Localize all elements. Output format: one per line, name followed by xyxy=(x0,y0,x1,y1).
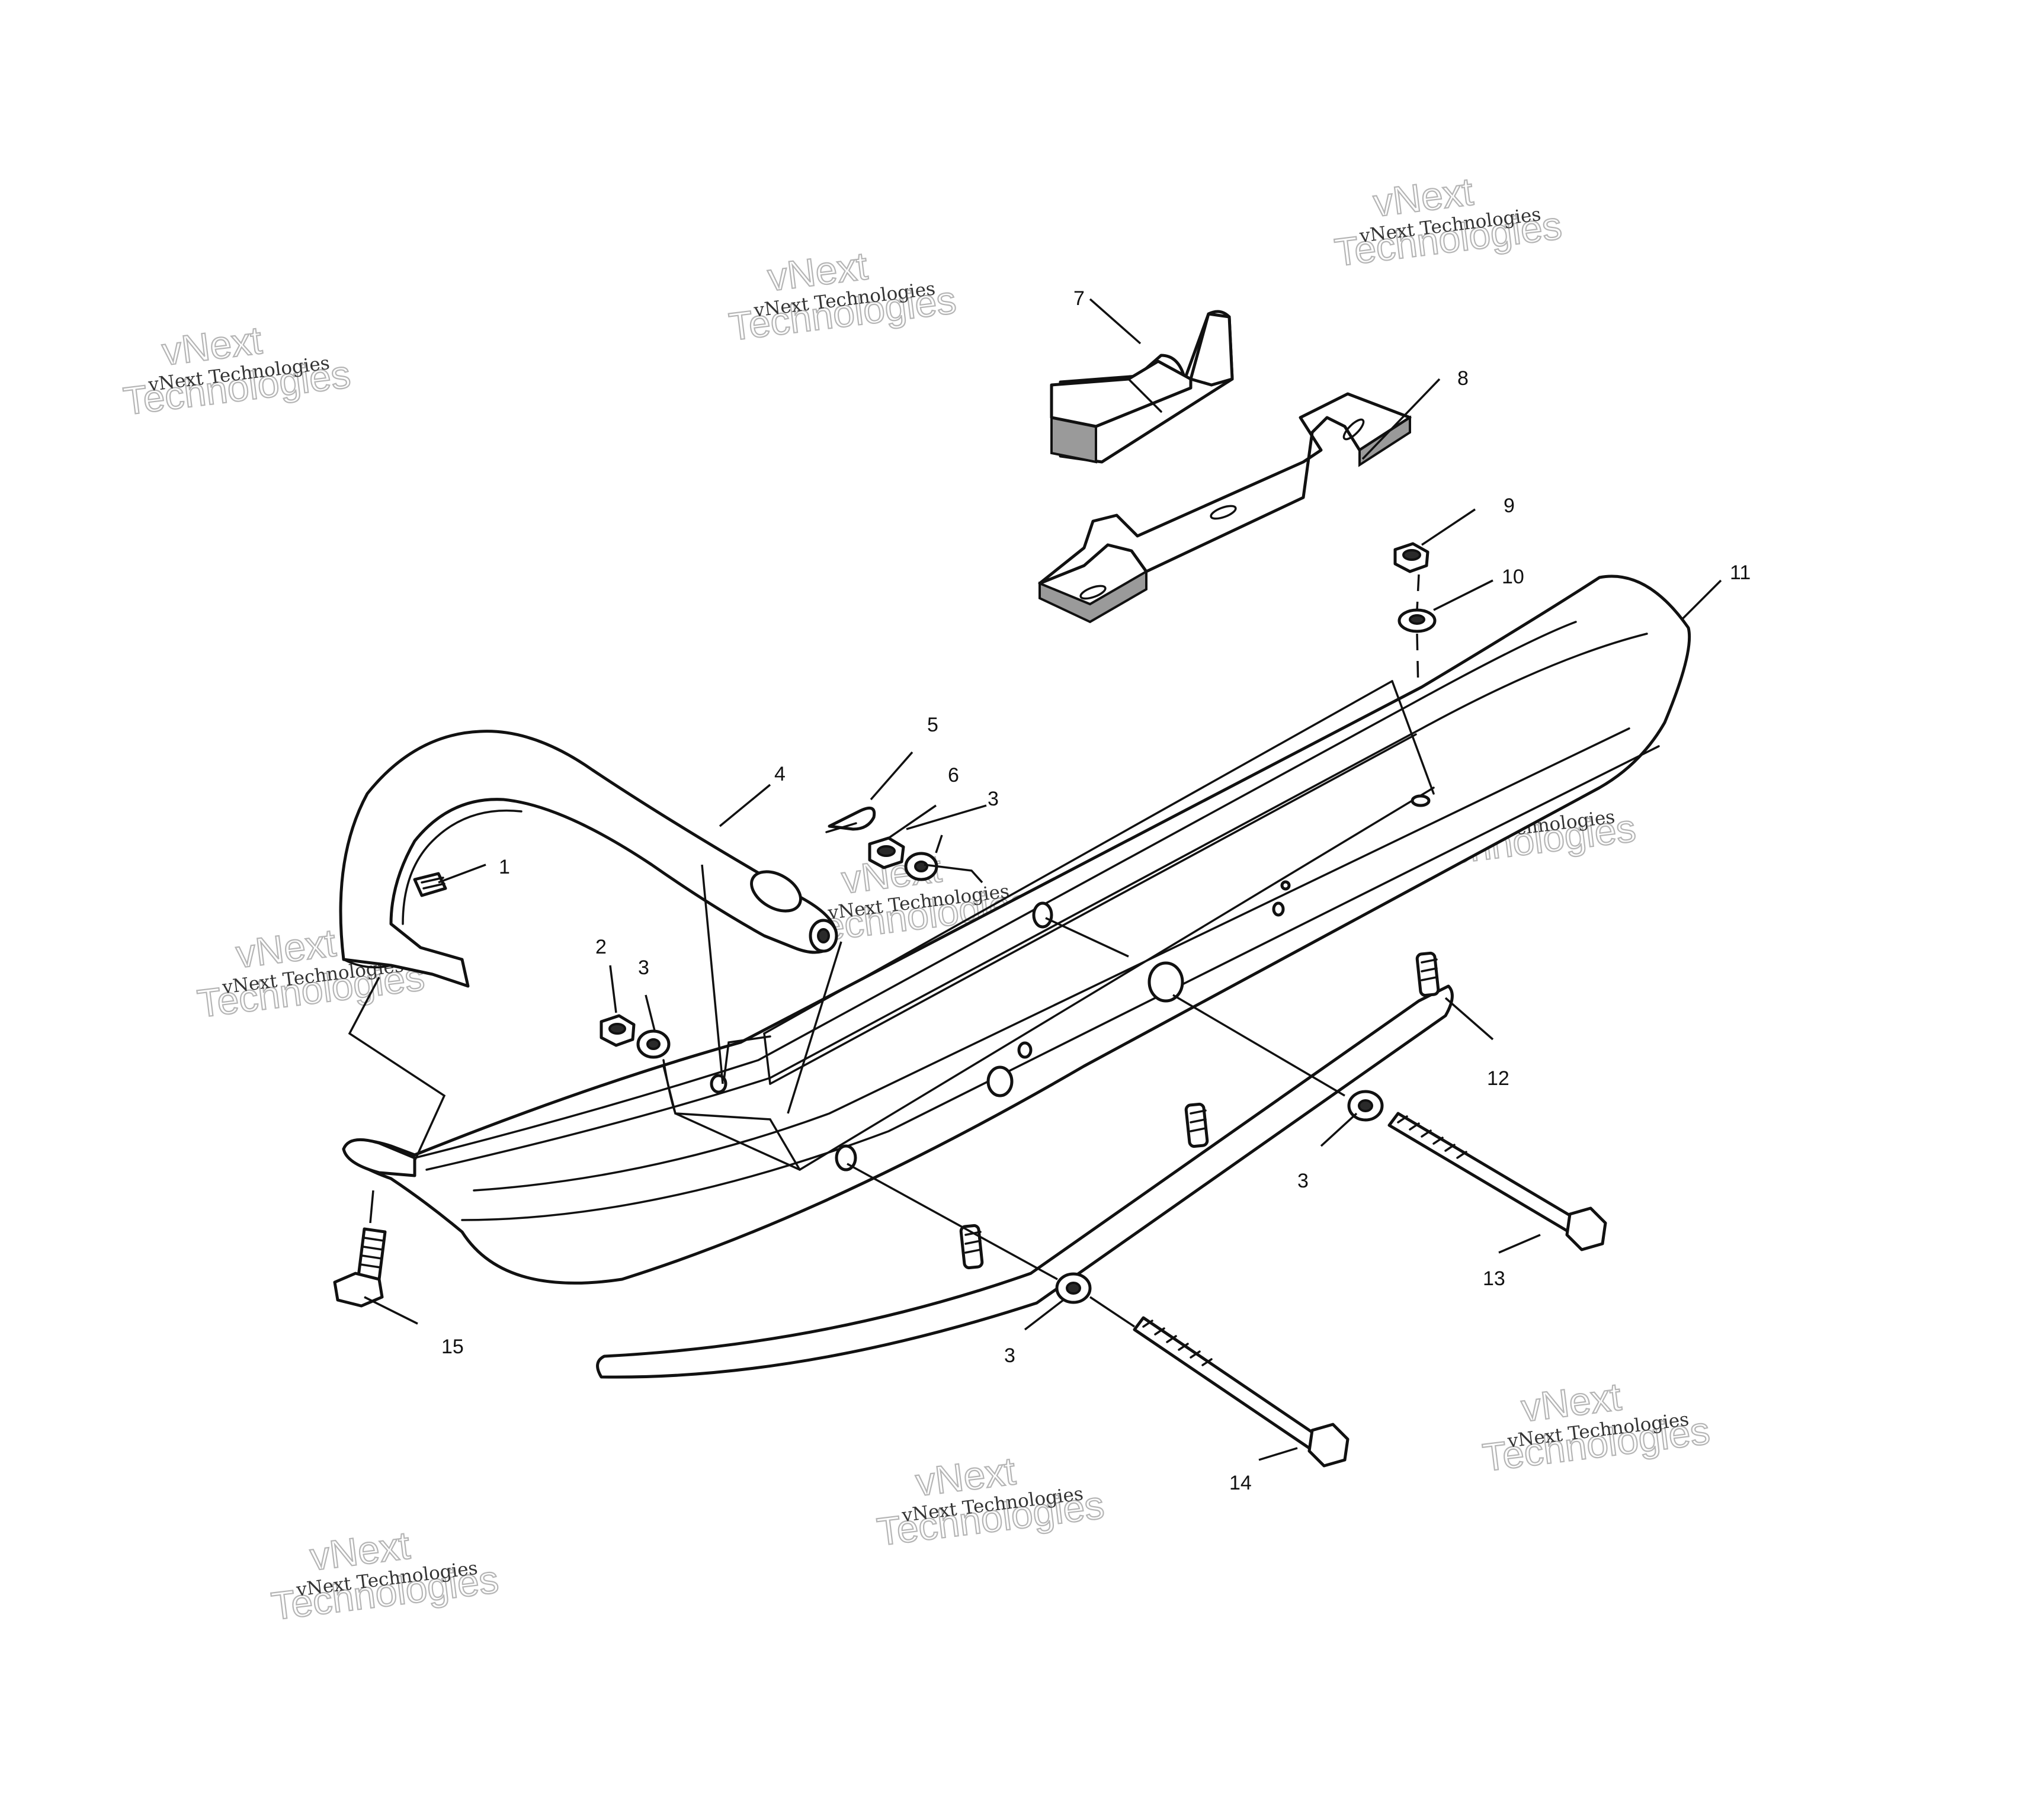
part-8-mounting-plate xyxy=(1038,392,1412,624)
part-13-bolt xyxy=(1387,1112,1607,1251)
watermark: vNext Technologies vNext Technologies xyxy=(120,317,354,424)
callout-3: 3 xyxy=(988,788,999,810)
part-6-nut xyxy=(868,836,905,869)
part-14-bolt xyxy=(1133,1316,1350,1468)
watermark: vNext Technologies vNext Technologies xyxy=(726,243,959,349)
part-3-washer-left xyxy=(636,1029,671,1059)
callout-7: 7 xyxy=(1073,287,1085,310)
callout-labels: 1 2 3 3 3 3 4 5 6 7 8 9 10 11 12 13 14 1… xyxy=(441,287,1751,1494)
callout-5: 5 xyxy=(927,714,938,736)
callout-11: 11 xyxy=(1730,561,1751,584)
callout-4: 4 xyxy=(774,763,786,785)
watermark: vNext Technologies vNext Technologies xyxy=(1480,1373,1713,1480)
part-2-nut xyxy=(600,1014,636,1047)
callout-6: 6 xyxy=(948,764,959,787)
watermark: vNext Technologies vNext Technologies xyxy=(1332,169,1565,275)
assembly-lines xyxy=(348,864,1345,1328)
part-5-cotter-pin xyxy=(825,806,876,833)
part-7-saddle-block xyxy=(1050,310,1234,464)
part-15-bolt xyxy=(333,1227,387,1308)
watermark: vNext Technologies vNext Technologies xyxy=(268,1522,502,1629)
callout-3: 3 xyxy=(638,956,649,979)
callout-12: 12 xyxy=(1487,1067,1509,1090)
callout-leaders xyxy=(364,298,1722,1461)
part-12-wear-bar xyxy=(596,951,1454,1379)
part-3-washer-right xyxy=(1347,1090,1384,1122)
part-10-washer xyxy=(1397,608,1437,633)
callout-3: 3 xyxy=(1297,1170,1309,1192)
callout-9: 9 xyxy=(1504,495,1515,517)
callout-13: 13 xyxy=(1483,1267,1505,1290)
part-3-washer-bottom xyxy=(1055,1272,1092,1304)
callout-15: 15 xyxy=(441,1336,464,1358)
callout-3: 3 xyxy=(1004,1344,1015,1367)
watermark: vNext Technologies vNext Technologies xyxy=(874,1448,1107,1555)
callout-14: 14 xyxy=(1229,1472,1252,1494)
part-4-ski-loop xyxy=(339,730,838,988)
part-9-nut xyxy=(1393,542,1429,573)
callout-8: 8 xyxy=(1457,367,1469,390)
part-11-ski-body xyxy=(342,574,1691,1285)
part-1-plug xyxy=(413,872,447,897)
callout-10: 10 xyxy=(1502,566,1524,588)
callout-1: 1 xyxy=(499,856,510,878)
callout-2: 2 xyxy=(595,936,607,958)
